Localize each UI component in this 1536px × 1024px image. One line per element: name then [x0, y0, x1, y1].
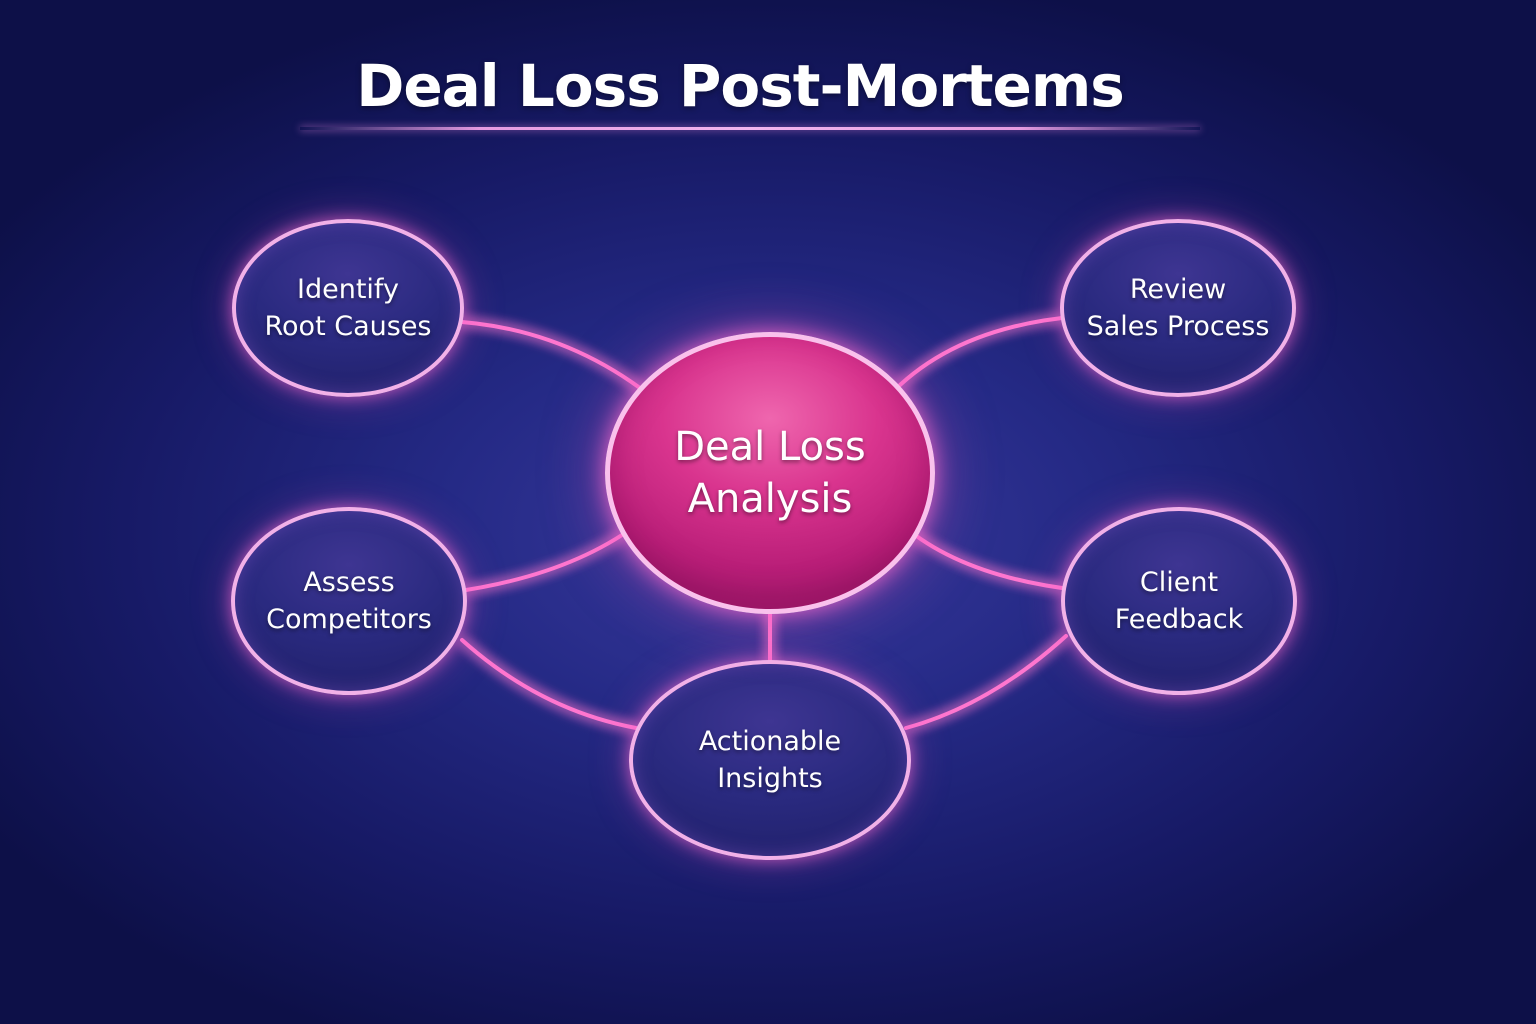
node-identify-root-causes[interactable]: Identify Root Causes [232, 219, 464, 397]
connector-center-to-sales-process [898, 316, 1064, 387]
connector-center-to-competitors [464, 533, 624, 592]
node-client-feedback[interactable]: Client Feedback [1061, 507, 1297, 695]
connector-center-to-root-causes [460, 320, 642, 390]
node-assess-competitors[interactable]: Assess Competitors [231, 507, 467, 695]
title-underline [300, 127, 1200, 130]
node-label: Client Feedback [1114, 567, 1244, 635]
node-actionable-insights[interactable]: Actionable Insights [629, 660, 911, 860]
node-label: Actionable Insights [698, 726, 842, 794]
node-review-sales-process[interactable]: Review Sales Process [1060, 219, 1296, 397]
node-deal-loss-analysis[interactable]: Deal Loss Analysis [605, 332, 935, 614]
connector-client-feedback-to-insights [904, 634, 1068, 730]
node-label: Assess Competitors [266, 567, 432, 635]
page-title: Deal Loss Post-Mortems [356, 52, 1125, 120]
node-label: Identify Root Causes [264, 274, 432, 342]
node-label: Review Sales Process [1086, 274, 1270, 342]
connector-competitors-to-insights [460, 638, 638, 730]
connector-center-to-client-feedback [913, 533, 1064, 590]
center-node-label: Deal Loss Analysis [674, 424, 866, 522]
